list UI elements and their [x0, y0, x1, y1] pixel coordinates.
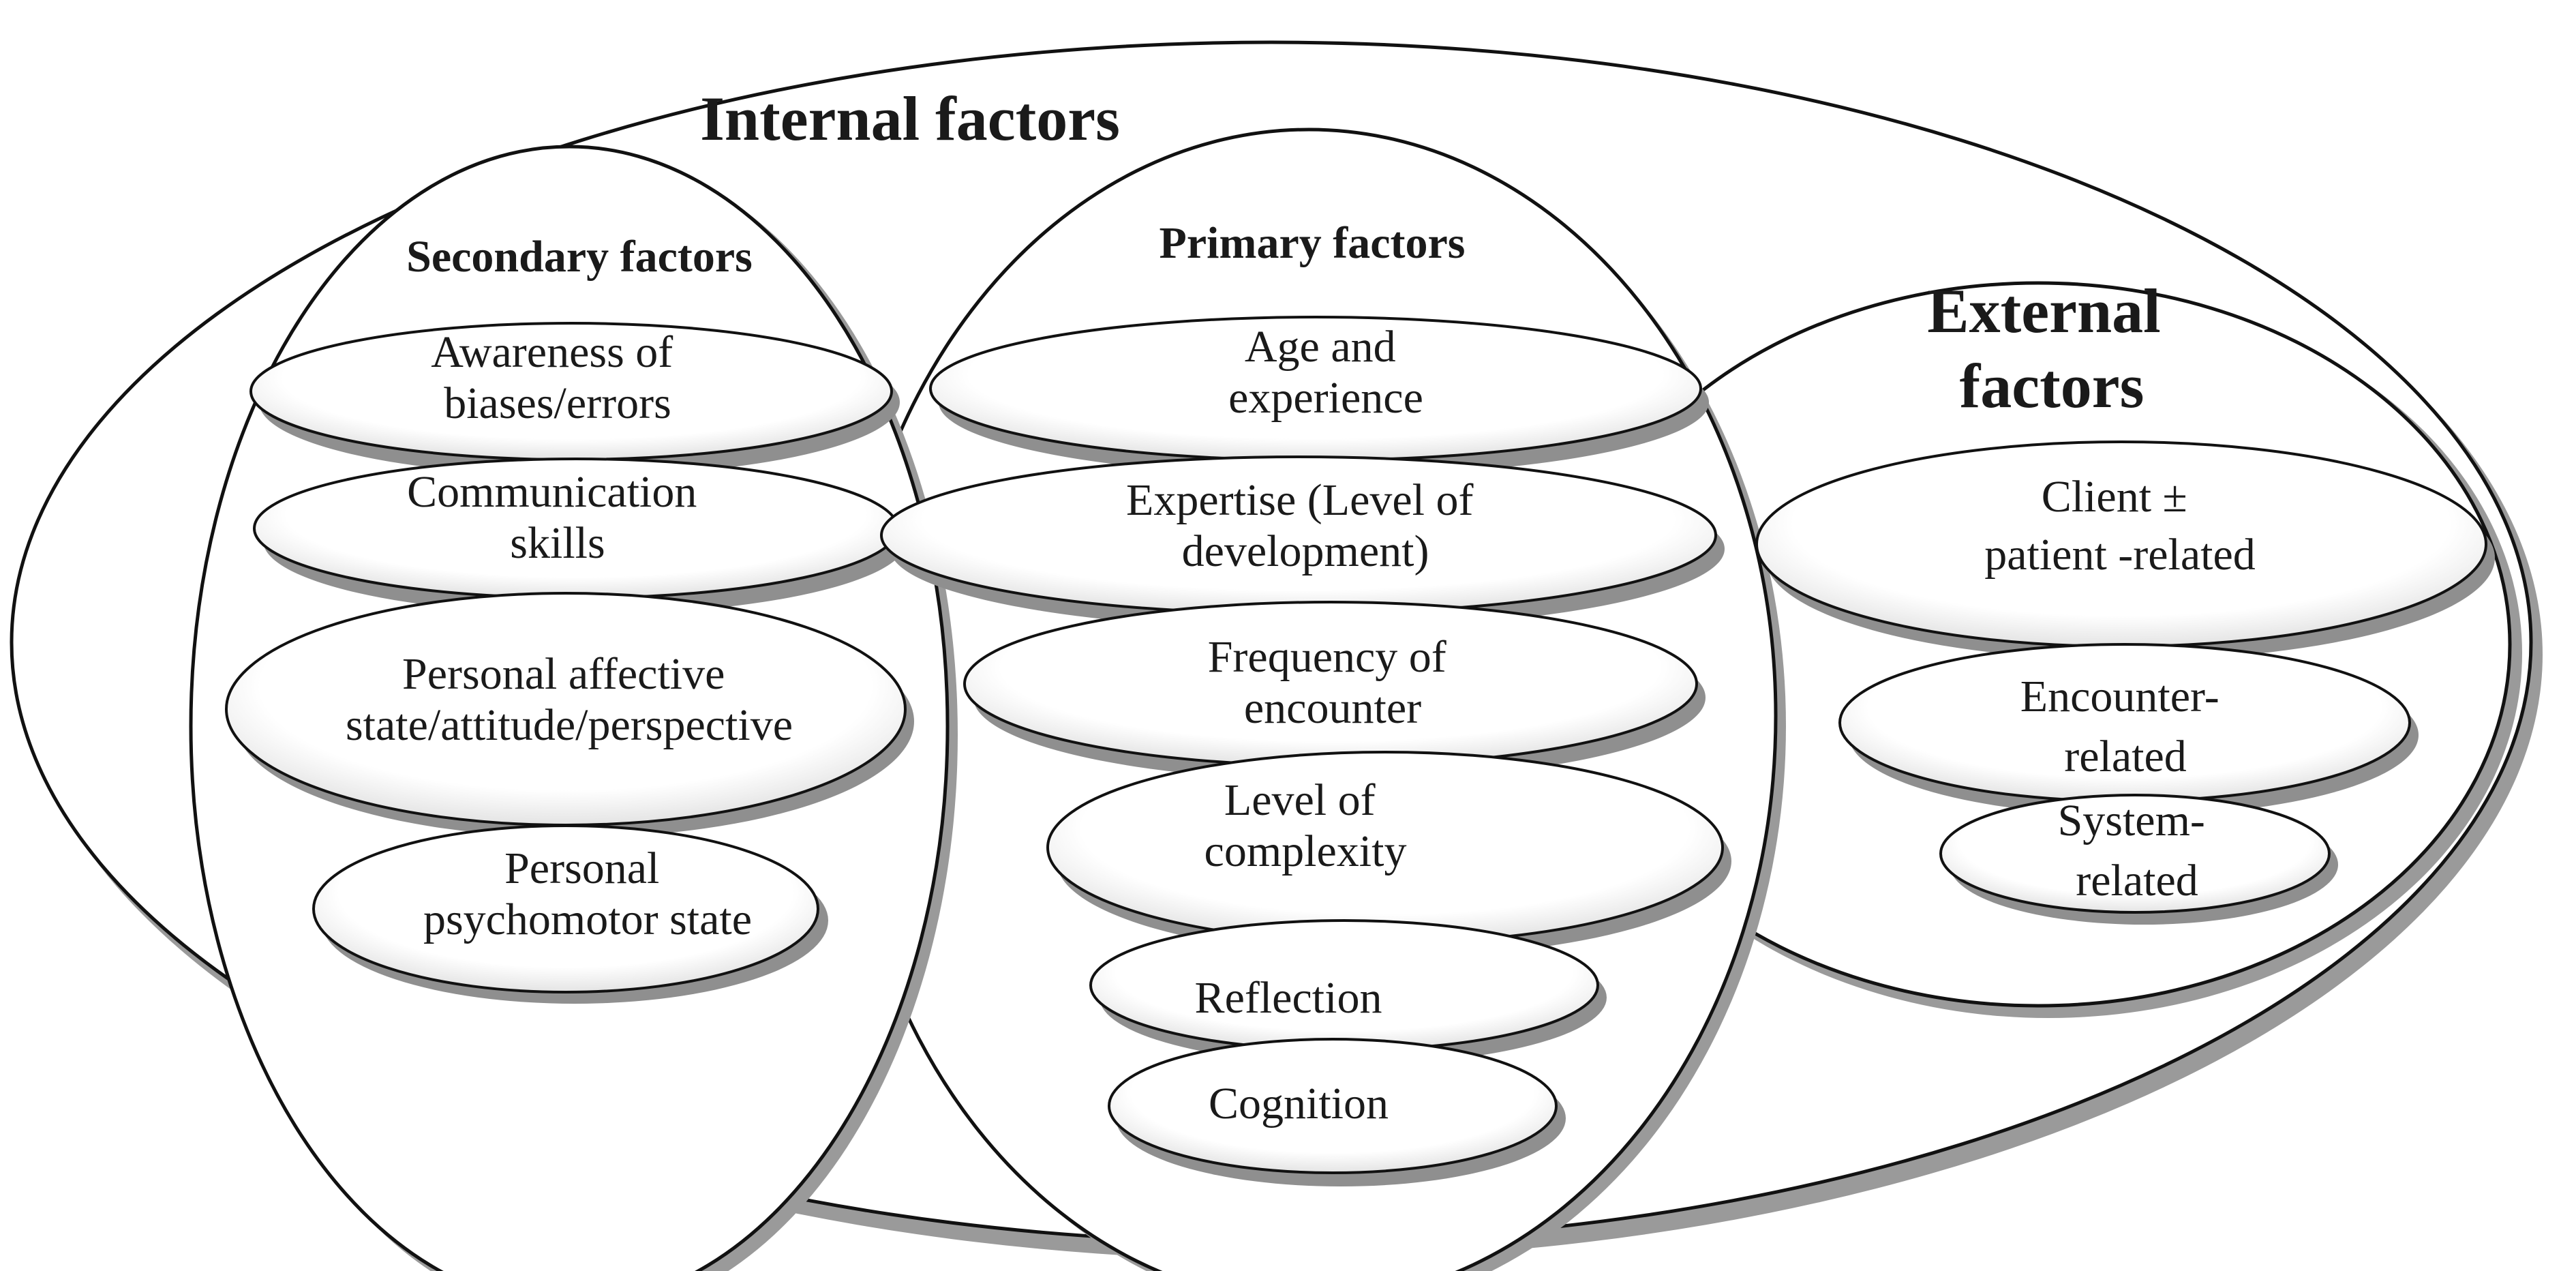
pill-label: Level of complexity	[1204, 775, 1407, 876]
secondary-factor-awareness: Awareness of biases/errors	[249, 322, 900, 476]
pill-label: Reflection	[1195, 973, 1382, 1023]
pill-label: Expertise (Level of development)	[1126, 475, 1485, 576]
external-factor-system: System- related	[1939, 794, 2338, 925]
secondary-factor-psychomotor: Personal psychomotor state	[312, 824, 828, 1004]
pill-label: System- related	[2058, 796, 2217, 906]
pill-label: Communication skills	[407, 467, 708, 568]
external-factors-title-line: factors	[1960, 351, 2145, 421]
primary-factors-title: Primary factors	[1160, 218, 1466, 268]
external-factors-title: External factors	[1927, 276, 2176, 421]
pill-label: Cognition	[1209, 1079, 1389, 1128]
external-factor-client-patient: Client ± patient -related	[1755, 440, 2495, 660]
primary-factor-age-experience: Age and experience	[929, 316, 1709, 476]
internal-factors-title: Internal factors	[700, 84, 1120, 153]
pill-label: Encounter- related	[2020, 672, 2230, 781]
pill-label: Age and experience	[1228, 322, 1423, 423]
external-factor-encounter: Encounter- related	[1838, 643, 2419, 816]
pill-label: Awareness of biases/errors	[431, 327, 684, 428]
primary-factor-reflection: Reflection	[1089, 919, 1607, 1064]
secondary-factor-affective: Personal affective state/attitude/perspe…	[225, 592, 914, 837]
secondary-factors-title: Secondary factors	[406, 232, 753, 282]
secondary-factor-communication: Communication skills	[253, 458, 907, 614]
primary-factor-cognition: Cognition	[1108, 1038, 1566, 1186]
pill-label: Client ± patient -related	[1984, 472, 2256, 580]
pill-label: Personal psychomotor state	[423, 843, 752, 944]
primary-factor-frequency: Frequency of encounter	[963, 601, 1706, 781]
external-factors-title-line: External	[1927, 276, 2160, 346]
pill-label: Personal affective state/attitude/perspe…	[346, 649, 793, 750]
pill-label: Frequency of encounter	[1208, 632, 1458, 733]
primary-factor-expertise: Expertise (Level of development)	[880, 455, 1725, 629]
